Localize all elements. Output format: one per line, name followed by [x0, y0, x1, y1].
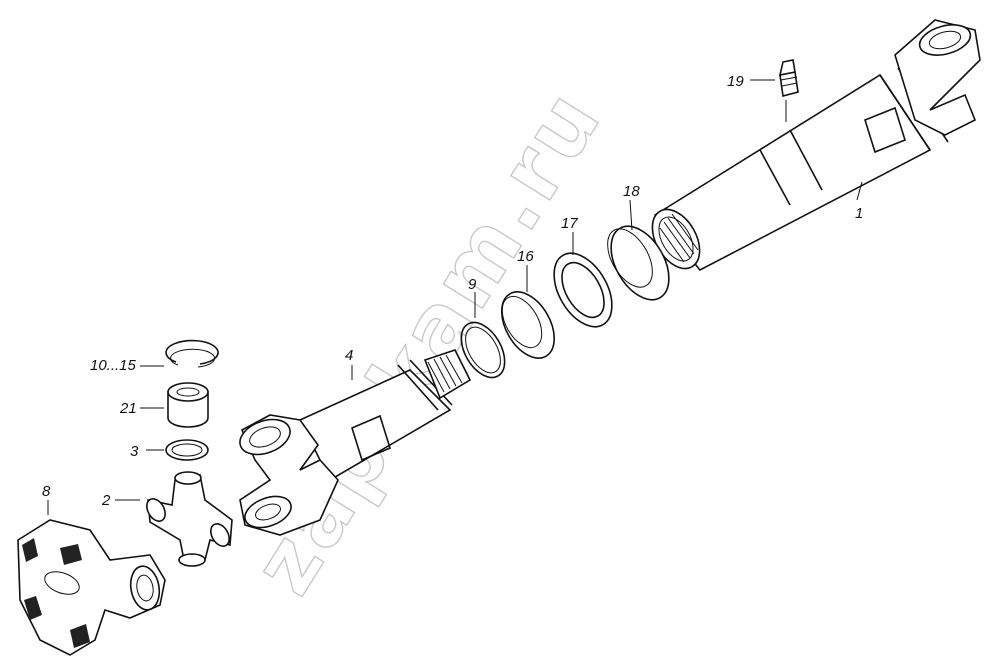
callout-1: 1	[855, 205, 863, 222]
callout-18: 18	[623, 183, 640, 200]
part-10-15-snap-ring	[165, 339, 219, 368]
part-19-grease-nipple	[778, 59, 799, 98]
callout-4: 4	[345, 347, 353, 364]
callout-17: 17	[561, 215, 578, 232]
callout-8: 8	[42, 483, 51, 500]
callout-16: 16	[517, 248, 534, 265]
part-3-seal	[165, 439, 209, 461]
callout-3: 3	[130, 443, 139, 460]
callout-21: 21	[119, 400, 137, 417]
part-16-ring	[500, 291, 556, 359]
part-21-bearing-cup	[167, 382, 209, 428]
part-4-splined-shaft	[239, 349, 472, 536]
part-18-sleeve	[607, 225, 670, 301]
callout-10-15: 10...15	[90, 357, 137, 374]
part-2-cross	[146, 471, 233, 567]
callout-labels: 1 2 3 4 8 9 10...15 16 17 18 19 21	[42, 73, 863, 509]
part-8-flange-yoke	[17, 519, 166, 656]
callout-2: 2	[101, 492, 111, 509]
callout-19: 19	[727, 73, 744, 90]
leader-lines	[47, 79, 863, 515]
part-9-ring	[460, 321, 506, 379]
callout-9: 9	[468, 276, 477, 293]
part-1-tube-yoke	[651, 19, 981, 272]
part-17-seal	[553, 252, 613, 328]
